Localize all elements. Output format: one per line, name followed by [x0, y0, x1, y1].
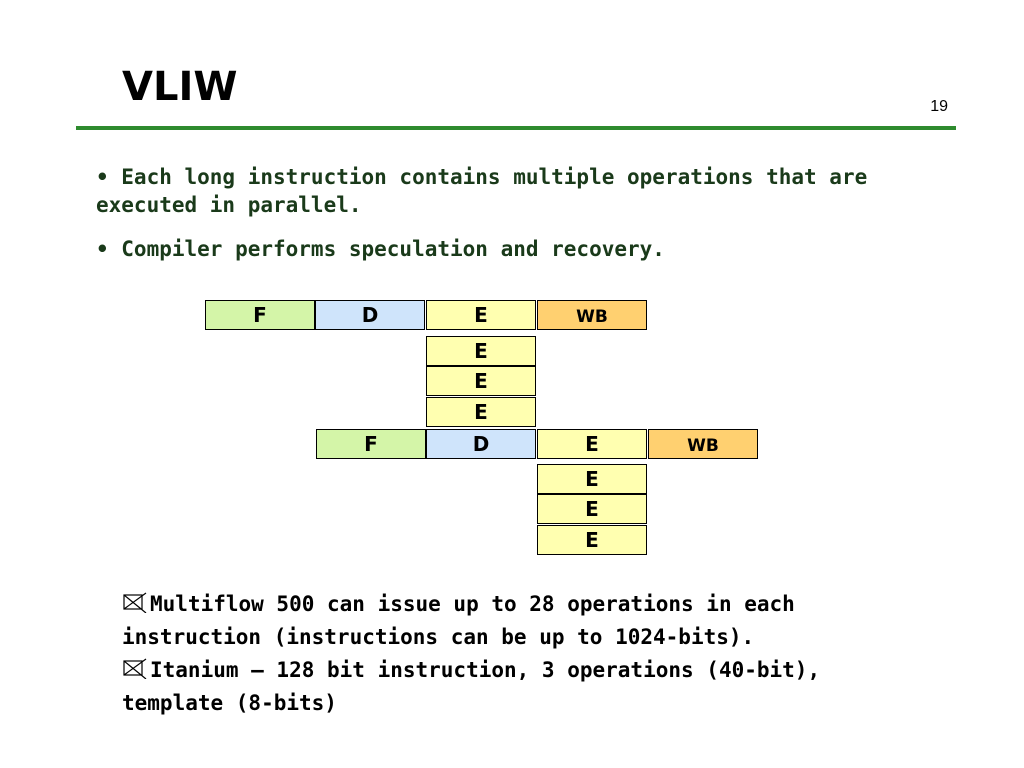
- bullet-item: • Compiler performs speculation and reco…: [96, 237, 665, 261]
- stage-execute: E: [426, 397, 536, 427]
- bullet-item: • Each long instruction contains multipl…: [96, 165, 868, 217]
- notes-list: Multiflow 500 can issue up to 28 operati…: [122, 588, 922, 720]
- stage-writeback: WB: [648, 429, 758, 459]
- note-text: Itanium – 128 bit instruction, 3 operati…: [122, 658, 821, 715]
- stage-writeback: WB: [537, 300, 647, 330]
- title-rule: [76, 126, 956, 130]
- stage-decode: D: [315, 300, 425, 330]
- slide-title: VLIW: [122, 64, 238, 110]
- stage-decode: D: [426, 429, 536, 459]
- bullet-list: • Each long instruction contains multipl…: [96, 163, 946, 279]
- stage-execute: E: [537, 494, 647, 524]
- stage-fetch: F: [205, 300, 315, 330]
- stage-execute: E: [537, 525, 647, 555]
- stage-execute: E: [426, 366, 536, 396]
- stage-execute: E: [426, 336, 536, 366]
- note-text: Multiflow 500 can issue up to 28 operati…: [122, 592, 795, 649]
- stage-fetch: F: [316, 429, 426, 459]
- stage-execute: E: [537, 464, 647, 494]
- note-item: Multiflow 500 can issue up to 28 operati…: [122, 588, 922, 654]
- note-item: Itanium – 128 bit instruction, 3 operati…: [122, 654, 922, 720]
- page-number: 19: [930, 98, 948, 115]
- boxed-x-icon: [123, 658, 147, 679]
- stage-execute: E: [537, 429, 647, 459]
- stage-execute: E: [426, 300, 536, 330]
- boxed-x-icon: [123, 592, 147, 613]
